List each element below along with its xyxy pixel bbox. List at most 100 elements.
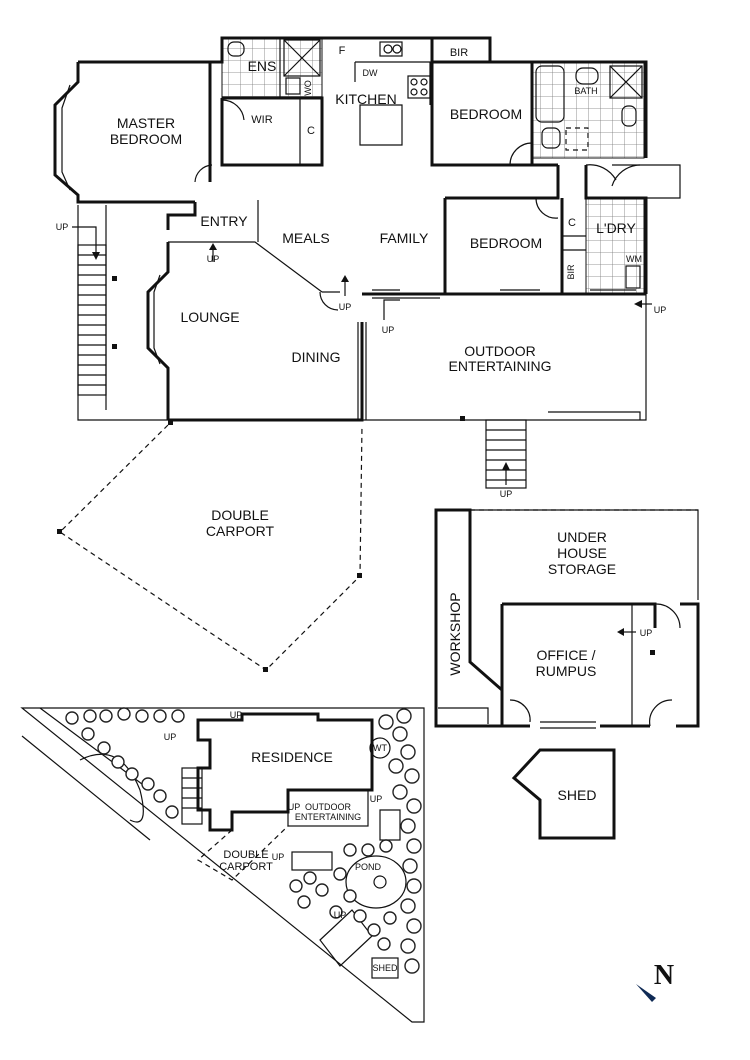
label-shed: SHED bbox=[558, 787, 597, 803]
outdoor-outline bbox=[362, 294, 647, 421]
post bbox=[112, 276, 117, 281]
north-arrow: N bbox=[636, 960, 674, 1002]
bedroom2-door bbox=[535, 197, 559, 219]
site-outdoor bbox=[287, 789, 369, 827]
bedroom1-door bbox=[509, 142, 533, 166]
bath-wc bbox=[541, 127, 561, 149]
label-bir-side: BIR bbox=[566, 264, 576, 280]
label-storage-2: HOUSE bbox=[557, 545, 607, 561]
shed-walls bbox=[511, 748, 616, 840]
pond bbox=[345, 855, 407, 909]
site-up-label: UP bbox=[370, 794, 383, 804]
ensuite-tiles bbox=[221, 37, 323, 99]
label-master-1: MASTER bbox=[117, 115, 175, 131]
bathtub bbox=[535, 65, 565, 123]
tree-9 bbox=[97, 741, 111, 755]
tree-2 bbox=[83, 709, 97, 723]
west-stair bbox=[72, 226, 107, 396]
laundry-tiles bbox=[585, 197, 645, 295]
label-bir-top: BIR bbox=[450, 47, 468, 59]
meals-boundary bbox=[168, 241, 323, 293]
bath-wc-2 bbox=[621, 105, 637, 127]
tree-5 bbox=[135, 709, 149, 723]
workshop-bench bbox=[438, 707, 489, 724]
office-window bbox=[540, 721, 596, 729]
tree-42 bbox=[361, 843, 375, 857]
tree-21 bbox=[392, 784, 408, 800]
kitchen-east-wall bbox=[430, 38, 558, 167]
tree-39 bbox=[367, 923, 381, 937]
bath-shower-cross bbox=[609, 65, 643, 99]
site-plan bbox=[20, 707, 425, 1023]
dining-window bbox=[357, 322, 367, 420]
office-north-wall bbox=[500, 602, 630, 690]
pond-island bbox=[373, 875, 387, 889]
master-door bbox=[194, 164, 213, 183]
sliding-door bbox=[372, 289, 440, 299]
site-shed bbox=[371, 957, 399, 979]
north-wall bbox=[78, 36, 492, 64]
site-label-wt: WT bbox=[373, 743, 387, 753]
south-stair-treads bbox=[486, 429, 526, 481]
entry-up-arrowhead bbox=[209, 243, 217, 250]
tree-31 bbox=[289, 879, 303, 893]
tree-23 bbox=[400, 818, 416, 834]
label-storage-1: UNDER bbox=[557, 529, 607, 545]
label-storage-3: STORAGE bbox=[548, 561, 616, 577]
office-up-arrowhead bbox=[617, 628, 624, 636]
bath-basin bbox=[575, 67, 599, 85]
site-up-label: UP bbox=[334, 910, 347, 920]
bay-window bbox=[61, 84, 71, 191]
workshop-walls bbox=[434, 508, 504, 728]
burner-1 bbox=[410, 78, 418, 86]
tree-8 bbox=[81, 727, 95, 741]
carport-post bbox=[263, 667, 268, 672]
wir-door bbox=[221, 99, 245, 121]
bath-hatch bbox=[565, 127, 589, 151]
south-stair-frame bbox=[485, 419, 527, 489]
tree-28 bbox=[406, 918, 422, 934]
bedroom2-north-wall bbox=[445, 165, 560, 200]
tree-4 bbox=[117, 707, 131, 721]
lounge-bay-wall bbox=[146, 242, 170, 420]
label-fridge: F bbox=[339, 45, 346, 57]
label-c2: C bbox=[568, 217, 576, 229]
cooktop bbox=[407, 75, 431, 99]
office-door-jamb bbox=[630, 602, 657, 628]
site-residence bbox=[196, 712, 374, 832]
label-meals: MEALS bbox=[282, 230, 329, 246]
label-office-1: OFFICE / bbox=[536, 647, 595, 663]
tree-7 bbox=[171, 709, 185, 723]
tree-16 bbox=[396, 708, 412, 724]
site-label-outdoor-2: ENTERTAINING bbox=[295, 812, 361, 822]
site-stair-treads bbox=[182, 777, 202, 809]
tree-18 bbox=[400, 744, 416, 760]
site-label-outdoor-1: OUTDOOR bbox=[305, 802, 351, 812]
under-house bbox=[434, 508, 700, 729]
shower-cross bbox=[283, 39, 321, 77]
carport-outline bbox=[59, 424, 363, 671]
site-label-pond: POND bbox=[355, 862, 382, 872]
up-label: UP bbox=[339, 302, 352, 312]
sink-bowl-2 bbox=[392, 44, 402, 54]
washing-machine bbox=[625, 265, 641, 289]
cupboard-lines bbox=[562, 235, 586, 251]
tree-12 bbox=[141, 777, 155, 791]
north-arrow-icon bbox=[636, 984, 656, 1002]
outdoor-up-arrow bbox=[383, 299, 400, 320]
tree-44 bbox=[343, 843, 357, 857]
office-door-2 bbox=[509, 699, 531, 723]
tree-1 bbox=[65, 711, 79, 725]
laundry-doors bbox=[585, 164, 641, 187]
west-stair-treads bbox=[78, 254, 106, 386]
tree-15 bbox=[378, 714, 394, 730]
label-c1: C bbox=[307, 125, 315, 137]
label-entry: ENTRY bbox=[200, 213, 248, 229]
ensuite-shower bbox=[283, 39, 321, 77]
label-outdoor-1: OUTDOOR bbox=[464, 343, 536, 359]
label-workshop: WORKSHOP bbox=[447, 592, 463, 675]
up-label: UP bbox=[654, 305, 667, 315]
tree-40 bbox=[383, 911, 397, 925]
sink-bowl-1 bbox=[383, 44, 393, 54]
